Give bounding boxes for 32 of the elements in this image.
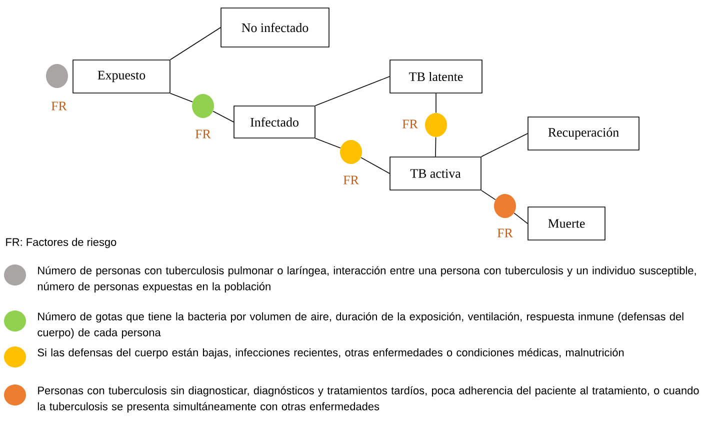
risk-factor-label: FR xyxy=(497,228,513,238)
risk-factor-dot xyxy=(425,113,447,137)
connector-line xyxy=(315,138,341,148)
risk-factor-dot xyxy=(494,194,516,218)
legend-text: Si las defensas del cuerpo están bajas, infecciones recientes, otras enfermedades o condiciones médicas, malnutrición xyxy=(38,348,624,359)
connector-line xyxy=(315,76,390,106)
connector-line xyxy=(212,110,234,122)
state-box: TB activa xyxy=(390,156,482,190)
state-box: Expuesto xyxy=(72,60,170,94)
legend-text: Número de gotas que tiene la bacteria por volumen de aire, duración de la exposición, ventilación, respuesta inmune (defensas del cuerpo) de cada persona xyxy=(38,312,684,338)
legend-text: Personas con tuberculosis sin diagnosticar, diagnósticos y tratamientos tardíos, poca adherencia del paciente al tratamiento, o cuando la tuberculosis se presenta simultáneamente con otras enfermedades xyxy=(38,386,699,412)
state-box: No infectado xyxy=(220,8,330,48)
risk-factor-label: FR xyxy=(195,130,211,138)
connector-line xyxy=(170,93,193,102)
risk-factor-label: FR xyxy=(51,102,67,110)
state-box: Infectado xyxy=(234,106,316,138)
risk-factor-label: FR xyxy=(402,120,418,128)
risk-factor-dot xyxy=(192,94,214,118)
connector-line xyxy=(435,136,436,157)
risk-factor-label: FR xyxy=(343,176,359,184)
connector-line xyxy=(481,190,496,200)
connector-line xyxy=(514,212,528,224)
legend-text: Número de personas con tuberculosis pulmonar o laríngea, interacción entre una persona con tuberculosis y un individuo susceptible, número de personas expuestas en la población xyxy=(38,266,696,292)
connector-line xyxy=(481,133,528,157)
state-box: TB latente xyxy=(390,60,482,94)
risk-factor-dot xyxy=(340,140,362,164)
connector-line xyxy=(170,27,221,60)
state-box: Muerte xyxy=(528,206,606,240)
state-box: Recuperación xyxy=(528,116,640,150)
connector-line xyxy=(360,157,390,174)
risk-factor-dot xyxy=(46,64,68,88)
note-text: FR: Factores de riesgo xyxy=(6,238,116,248)
